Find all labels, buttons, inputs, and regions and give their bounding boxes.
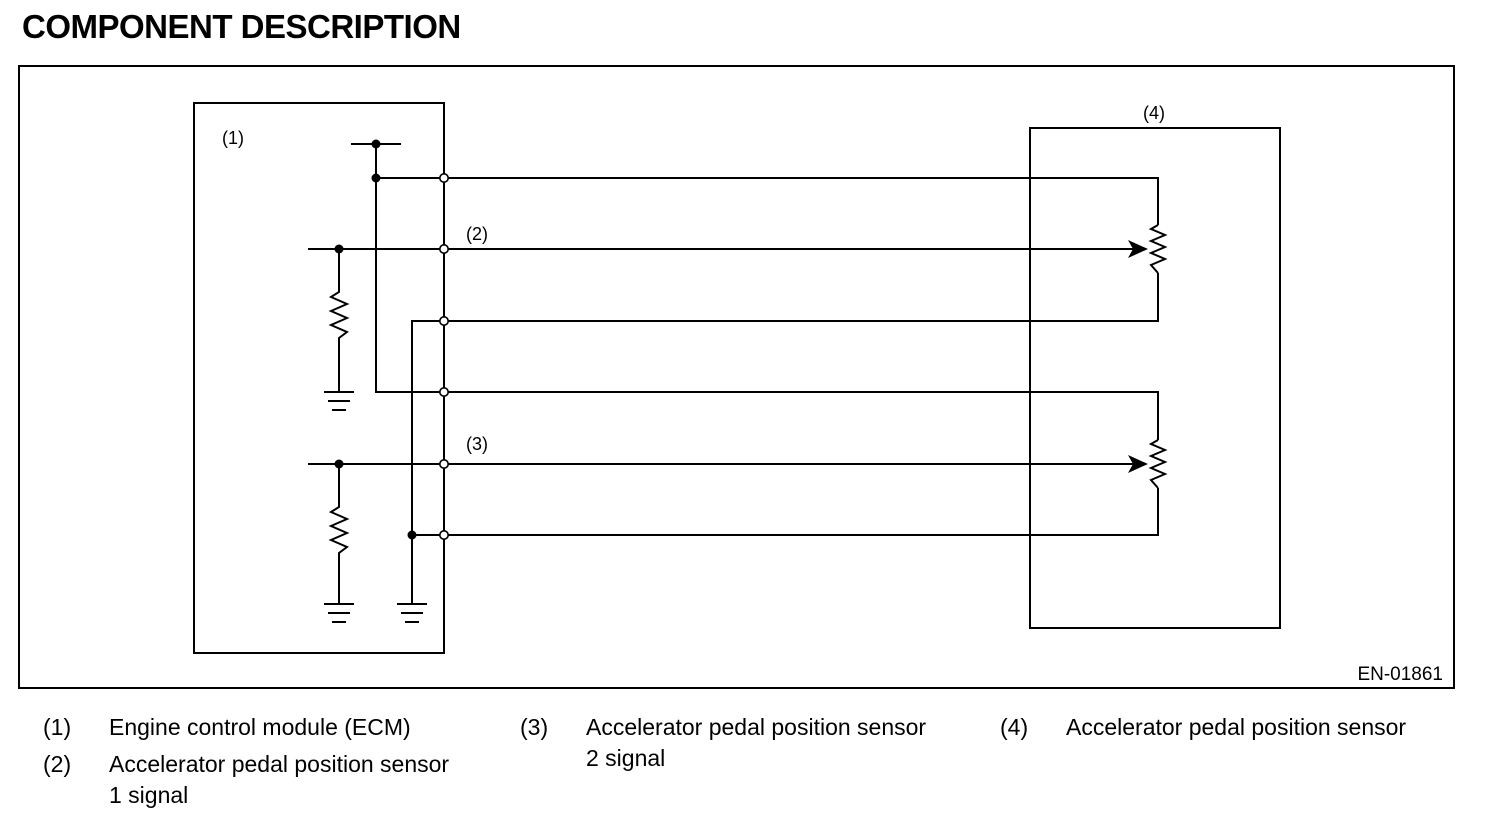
connector-terminal [438,315,449,326]
junction-dot [334,459,344,469]
legend: (1) Engine control module (ECM) (2) Acce… [0,712,1504,818]
junction-dot [371,173,381,183]
legend-item-ecm: (1) Engine control module (ECM) [43,712,503,743]
connector-terminal [438,529,449,540]
junction-dot [371,139,381,149]
connector-terminal [438,386,449,397]
pulldown-resistor-2 [328,464,350,604]
ground-icon [397,603,427,623]
page-title: COMPONENT DESCRIPTION [22,8,461,45]
callout-sensor: (4) [1143,103,1165,123]
wiper-arrow-1 [1128,240,1148,258]
ground-icon [324,391,354,411]
sensor-box [1029,127,1281,629]
wire-ground-1 [444,273,1159,322]
ground-bus [411,320,444,604]
legend-text-continued: 1 signal [109,782,189,808]
legend-number: (1) [43,714,72,740]
wire-ground-2 [412,488,1159,536]
legend-item-sensor-1-signal: (2) Accelerator pedal position sensor 1 … [43,749,503,813]
connector-terminal [438,173,449,184]
pulldown-resistor-1 [328,249,350,392]
legend-text-continued: 2 signal [586,745,666,771]
ground-icon [324,603,354,623]
wire-supply-2 [444,391,1159,440]
legend-item-sensor: (4) Accelerator pedal position sensor [1000,712,1480,743]
sensor-resistor-2 [1148,439,1168,489]
ecm-box [193,102,445,654]
callout-signal-2: (3) [466,434,488,454]
legend-text: Accelerator pedal position sensor [1066,714,1407,740]
wiring-diagram: (1) (2) (3) (4) EN-01861 [18,65,1455,689]
legend-number: (3) [520,714,549,740]
sensor-resistor-1 [1148,224,1168,274]
legend-text: Engine control module (ECM) [109,714,411,740]
supply-feed [375,144,444,393]
legend-text: Accelerator pedal position sensor [586,714,927,740]
wiper-arrow-2 [1128,455,1148,473]
legend-number: (2) [43,751,72,777]
junction-dot [334,244,344,254]
legend-text: Accelerator pedal position sensor [109,751,450,777]
diagram-frame [18,65,1455,689]
legend-item-sensor-2-signal: (3) Accelerator pedal position sensor 2 … [520,712,980,776]
callout-ecm: (1) [222,128,244,148]
figure-code: EN-01861 [1357,664,1443,685]
callout-signal-1: (2) [466,224,488,244]
connector-terminal [438,244,449,255]
junction-dot [407,530,417,540]
legend-number: (4) [1000,714,1029,740]
connector-terminal [438,458,449,469]
wire-supply-1 [444,177,1159,225]
